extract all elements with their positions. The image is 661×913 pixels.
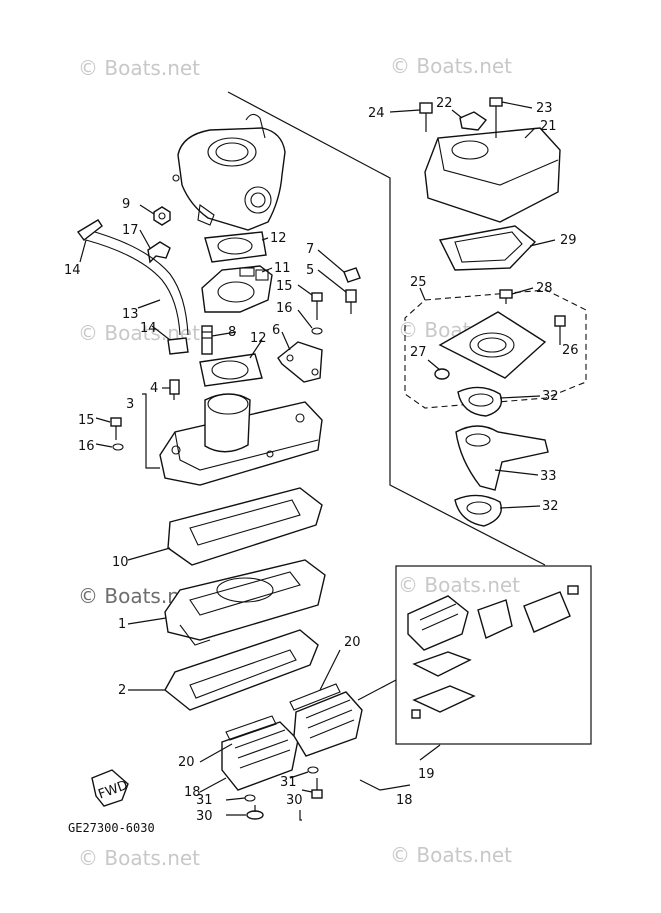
callout-10: 10 [112,555,129,570]
watermark-top-left: © Boats.net [78,56,200,80]
callout-13: 13 [122,307,139,322]
watermark-bottom-left: © Boats.net [78,846,200,870]
callout-22: 22 [436,96,453,111]
callout-21: 21 [540,119,557,134]
leader-lines [79,101,561,821]
group-25-outline [404,289,587,409]
washer-16-upper-drawing [311,327,323,335]
cylinder-block-drawing [172,113,286,231]
gasket-29-drawing [438,225,537,271]
callout-9: 9 [122,197,130,212]
callout-29: 29 [560,233,577,248]
callout-8: 8 [228,325,236,340]
watermark-box: © Boats.net [398,573,520,597]
callout-33: 33 [540,469,557,484]
clamp-17-drawing [147,241,171,264]
callout-18-left: 18 [184,785,201,800]
callout-1: 1 [118,617,126,632]
callout-4: 4 [150,381,158,396]
callout-12-upper: 12 [270,231,287,246]
bolt-15-lower-drawing [110,417,122,440]
plug-4-drawing [169,379,180,400]
callout-31-left: 31 [196,793,213,808]
fitting-26-drawing [554,315,566,327]
callout-23: 23 [536,101,553,116]
reed-valve-detail-drawing [407,585,579,719]
callout-32-lower: 32 [542,499,559,514]
reed-valve-detail-box [395,565,592,745]
callout-30-left: 30 [196,809,213,824]
callout-27: 27 [410,345,427,360]
watermark-top-right: © Boats.net [390,54,512,78]
callout-15-lower: 15 [78,413,95,428]
stud-8-drawing [201,325,213,355]
callout-31-right: 31 [280,775,297,790]
assembly-reference-line [227,91,546,566]
callout-11: 11 [274,261,291,276]
callout-20-right: 20 [344,635,361,650]
washer-16-lower-drawing [112,443,124,451]
gasket-2-drawing [164,629,319,711]
intake-silencer-base-drawing [438,311,547,379]
callout-28: 28 [536,281,553,296]
gasket-32-upper-drawing [457,386,503,417]
callout-14-upper: 14 [64,263,81,278]
callout-labels: 9 17 14 13 14 12 11 8 12 4 3 7 5 15 16 6… [64,96,579,824]
callout-3: 3 [126,397,134,412]
intake-manifold-3-drawing [159,393,323,486]
bracket-6-drawing [277,341,323,383]
gasket-10-drawing [167,487,323,566]
plug-27-drawing [434,368,450,380]
callout-16-lower: 16 [78,439,95,454]
callout-18-bottom: 18 [396,793,413,808]
bolt-15-upper-drawing [311,292,323,320]
nut-9-drawing [153,206,171,226]
washer-31-right-drawing [307,766,319,774]
bolt-22-drawing [459,111,488,131]
bolt-28-drawing [499,289,513,304]
diagram-code: GE27300-6030 [68,821,155,835]
callout-25: 25 [410,275,427,290]
callout-5: 5 [306,263,314,278]
gasket-12-upper-drawing [204,231,267,263]
callout-15-upper: 15 [276,279,293,294]
forward-arrow-icon [91,769,129,807]
gasket-32-lower-drawing [454,494,502,527]
hose-13-drawing [76,219,189,355]
screw-30-right-drawing [311,778,323,799]
bolt-24-drawing [419,102,433,132]
cap-7-drawing [343,267,361,283]
callout-6: 6 [272,323,280,338]
reed-valve-18-right-drawing [289,683,363,757]
callout-7: 7 [306,242,314,257]
reed-valve-18-left-drawing [221,715,299,791]
callout-20-left: 20 [178,755,195,770]
callout-2: 2 [118,683,126,698]
watermark-bottom-right: © Boats.net [390,843,512,867]
gasket-12-lower-drawing [199,353,263,387]
callout-14-lower: 14 [140,321,157,336]
reed-plate-1-drawing [164,559,326,646]
bracket-33-drawing [455,425,549,491]
manifold-11-drawing [201,265,273,313]
callout-30-right: 30 [286,793,303,808]
screw-30-left-drawing [246,805,264,820]
callout-26: 26 [562,343,579,358]
callout-12-lower: 12 [250,331,267,346]
washer-31-left-drawing [244,794,256,802]
fitting-5-drawing [345,289,357,314]
callout-16-upper: 16 [276,301,293,316]
silencer-cover-21-drawing [424,127,561,223]
callout-19: 19 [418,767,435,782]
callout-24: 24 [368,106,385,121]
callout-17: 17 [122,223,139,238]
callout-32-upper: 32 [542,389,559,404]
